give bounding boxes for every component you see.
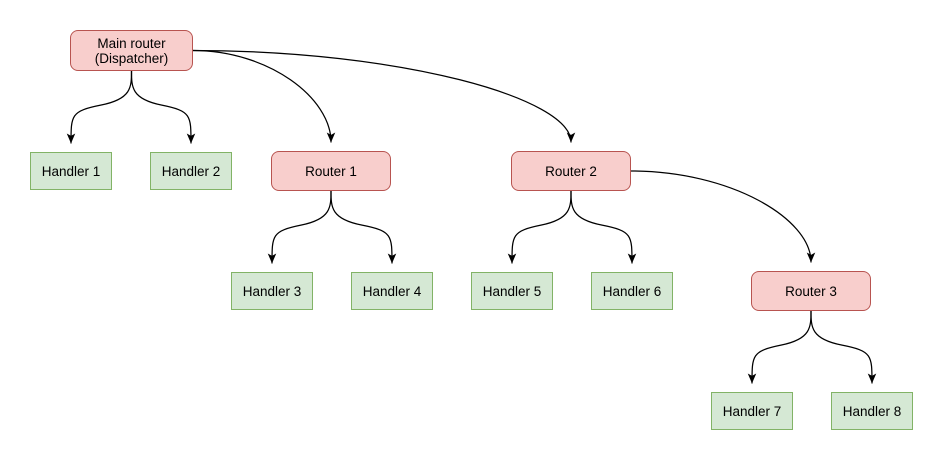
edge-router-2-to-router-3 — [630, 170, 816, 263]
node-router-2[interactable]: Router 2 — [511, 151, 631, 191]
node-router-2-label: Router 2 — [545, 163, 597, 179]
node-router-3-label: Router 3 — [785, 283, 837, 299]
edge-router-2-to-handler-6 — [570, 190, 637, 264]
node-handler-1-label: Handler 1 — [41, 163, 101, 179]
node-main-router-label: Main router (Dispatcher) — [94, 35, 169, 66]
node-router-1[interactable]: Router 1 — [271, 151, 391, 191]
node-handler-7-label: Handler 7 — [722, 403, 782, 419]
edge-main-to-router-2 — [192, 49, 576, 143]
edge-main-to-handler-1 — [66, 70, 133, 144]
edge-main-to-handler-2 — [130, 70, 196, 144]
node-handler-2-label: Handler 2 — [161, 163, 221, 179]
node-handler-6-label: Handler 6 — [602, 283, 662, 299]
edge-main-to-router-1 — [192, 49, 336, 143]
node-handler-8[interactable]: Handler 8 — [831, 392, 913, 430]
node-handler-4-label: Handler 4 — [362, 283, 422, 299]
node-handler-8-label: Handler 8 — [842, 403, 902, 419]
edge-router-1-to-handler-3 — [267, 190, 332, 264]
node-handler-2[interactable]: Handler 2 — [150, 152, 232, 190]
edge-router-3-to-handler-8 — [810, 310, 877, 384]
node-main-router[interactable]: Main router (Dispatcher) — [70, 30, 193, 71]
node-router-1-label: Router 1 — [305, 163, 357, 179]
node-handler-5[interactable]: Handler 5 — [471, 272, 553, 310]
node-handler-5-label: Handler 5 — [482, 283, 542, 299]
node-handler-6[interactable]: Handler 6 — [591, 272, 673, 310]
edge-router-1-to-handler-4 — [330, 190, 397, 264]
node-handler-7[interactable]: Handler 7 — [711, 392, 793, 430]
node-handler-1[interactable]: Handler 1 — [30, 152, 112, 190]
edge-router-2-to-handler-5 — [507, 190, 572, 264]
node-handler-4[interactable]: Handler 4 — [351, 272, 433, 310]
edge-router-3-to-handler-7 — [747, 310, 812, 384]
node-handler-3[interactable]: Handler 3 — [231, 272, 313, 310]
node-router-3[interactable]: Router 3 — [751, 271, 871, 311]
node-handler-3-label: Handler 3 — [242, 283, 302, 299]
